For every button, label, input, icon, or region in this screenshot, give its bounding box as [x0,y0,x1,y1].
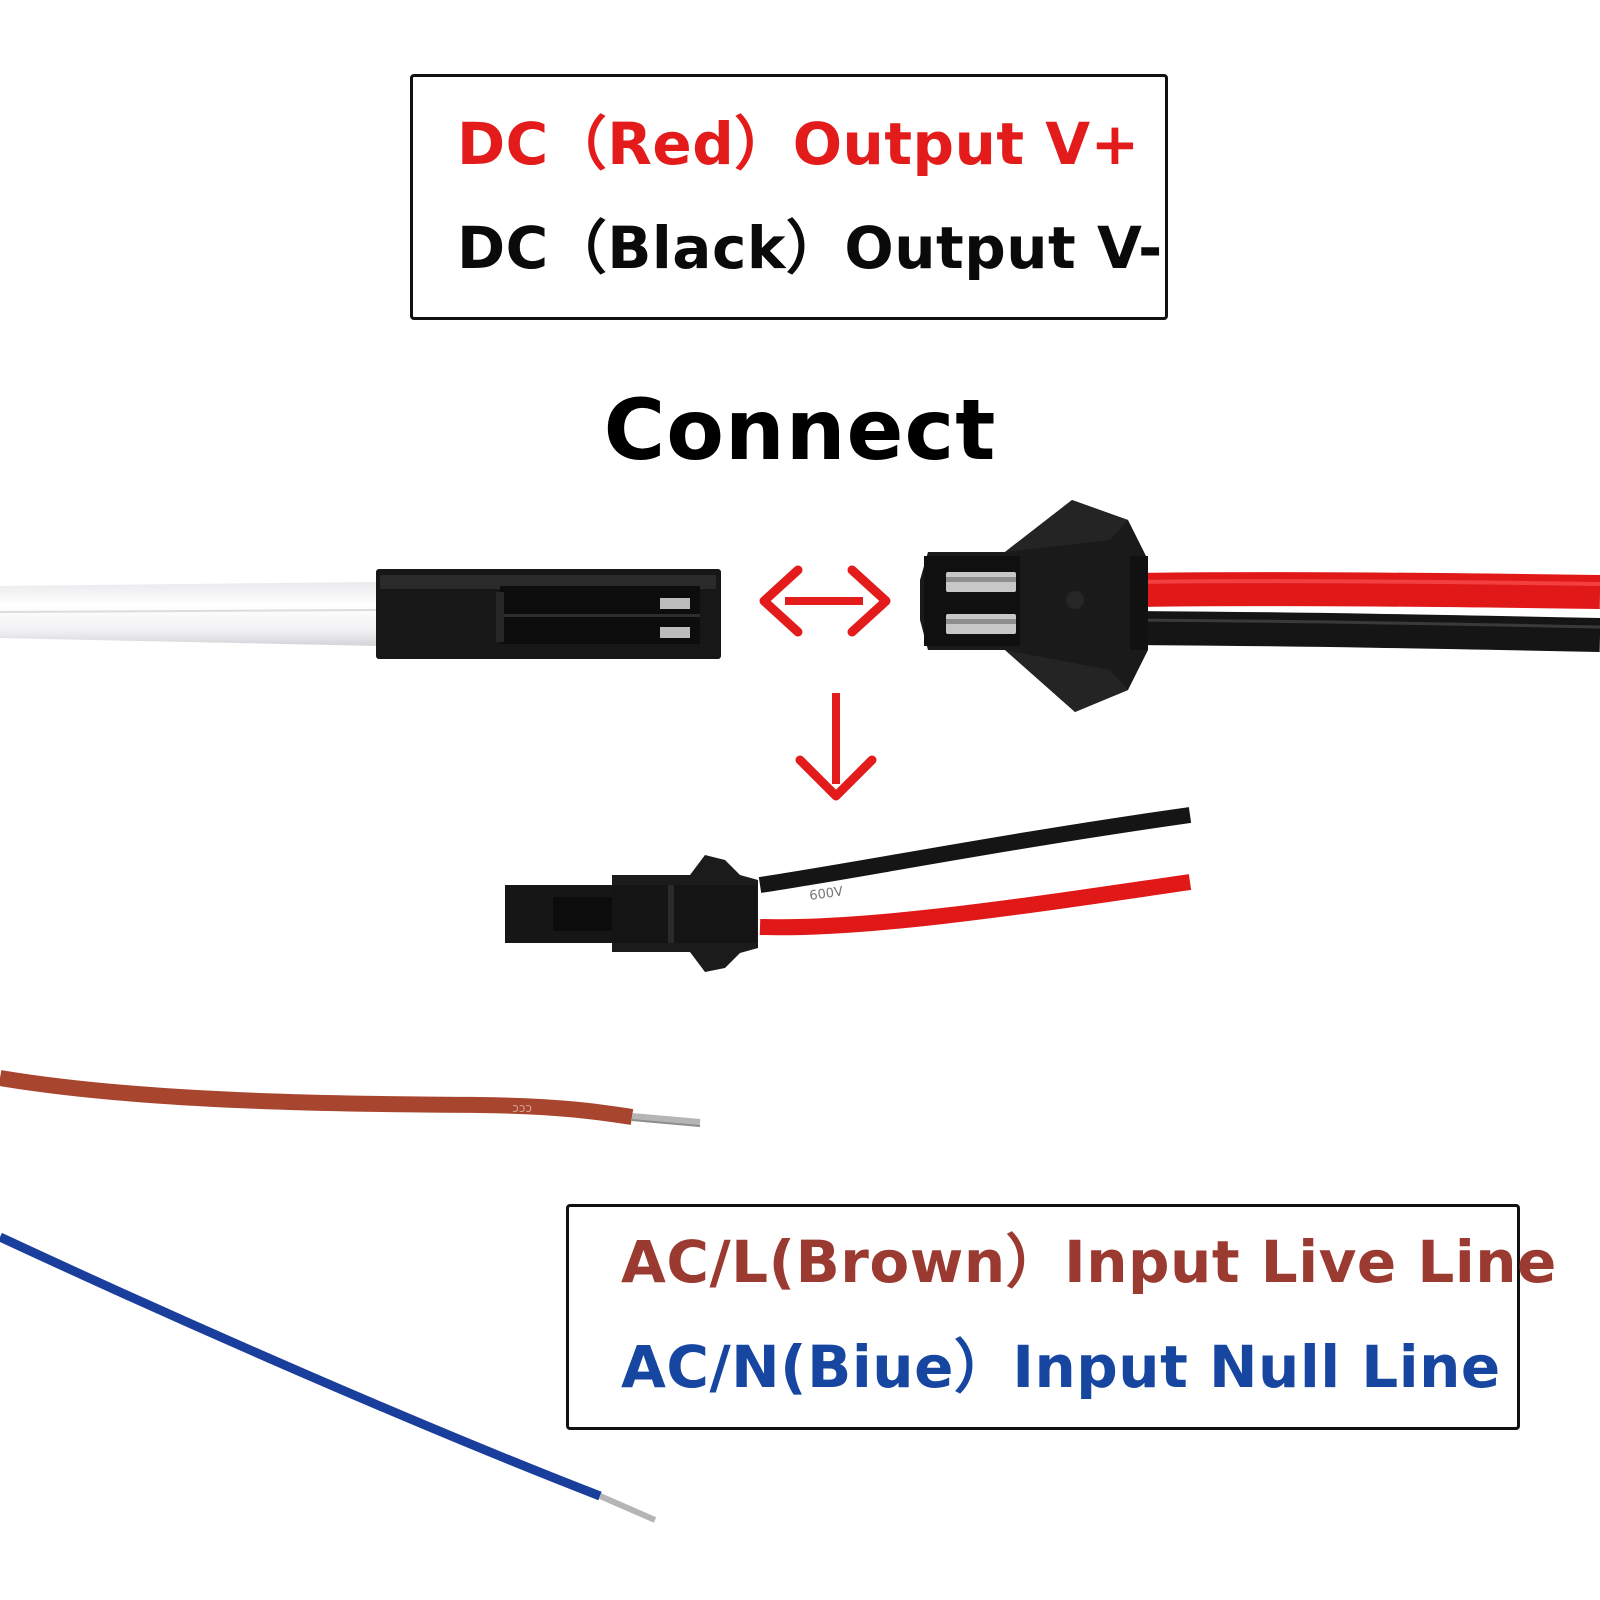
assembled-connector: 600V [505,807,1192,972]
dc-black-output-label: DC（Black）Output V- [457,214,1163,282]
ac-null-input-label: AC/N(Biue）Input Null Line [621,1333,1501,1401]
connect-title: Connect [603,381,997,479]
female-connector [376,569,721,659]
double-arrow-icon [759,565,891,637]
white-cable [0,582,379,646]
dc-red-output-label: DC（Red）Output V+ [457,110,1140,178]
wire-print-600v: 600V [808,884,844,904]
wire-print-ccc: ccc [512,1102,532,1116]
blue-ac-wire [0,1232,657,1523]
ac-live-input-label: AC/L(Brown）Input Live Line [621,1228,1557,1296]
down-arrow-icon [795,693,877,801]
dc-output-legend-box: DC（Red）Output V+ DC（Black）Output V- [410,74,1168,320]
ac-input-legend-box: AC/L(Brown）Input Live Line AC/N(Biue）Inp… [566,1204,1556,1430]
male-connector [920,500,1148,712]
brown-ac-wire: ccc [0,1070,701,1127]
dc-output-wires-right [1129,572,1600,652]
